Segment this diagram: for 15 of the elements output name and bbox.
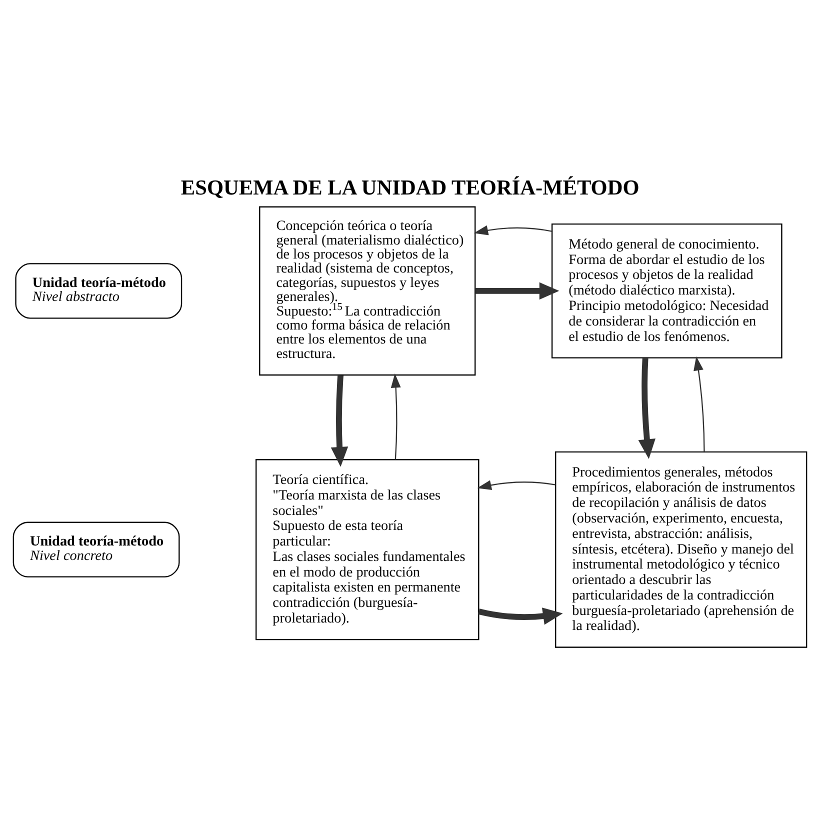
node-box: Unidad teoría-método Nivel abstracto [15,263,182,319]
arrow [477,480,556,490]
node-box: Procedimientos generales, métodos empíricos, elaboración de instrumentos de recopilación y análisis de datos (observación, experimento, encuesta, entrevista, abstracción: análisis, síntesis, etcétera). Diseño y manejo del instrumental metodológico y técnico orientado a descubrir las particularidades de la contradicción burguesía-proletariado (aprehensión de la realidad). [555,451,808,648]
arrow [476,282,560,300]
arrow [478,608,563,625]
arrow [330,375,348,467]
node-box: Unidad teoría-método Nivel concreto [12,522,180,578]
node-box: Concepción teórica o teoría general (materialismo dialéctico) de los procesos y objetos de la realidad (sistema de conceptos, categorías, supuestos y leyes generales). Supuesto:$^{15}$ La contradicción como forma básica de relación entre los elementos de una estructura. [259,206,476,376]
arrow [638,358,656,460]
arrow [694,356,705,452]
arrow [474,225,552,236]
node-box: Teoría científica. "Teoría marxista de las clases sociales" Supuesto de esta teoría particular: Las clases sociales fundamentales en el modo de producción capitalista existen en permanente contradicción (burguesía-proletariado). [256,459,480,640]
arrow [390,374,401,460]
node-box: Método general de conocimiento. Forma de abordar el estudio de los procesos y objetos de la realidad (método dialéctico marxista). Principio metodológico: Necesidad de considerar la contradicción en el estudio de los fenómenos. [551,223,782,358]
diagram-title: ESQUEMA DE LA UNIDAD TEORÍA-MÉTODO [180,175,640,200]
